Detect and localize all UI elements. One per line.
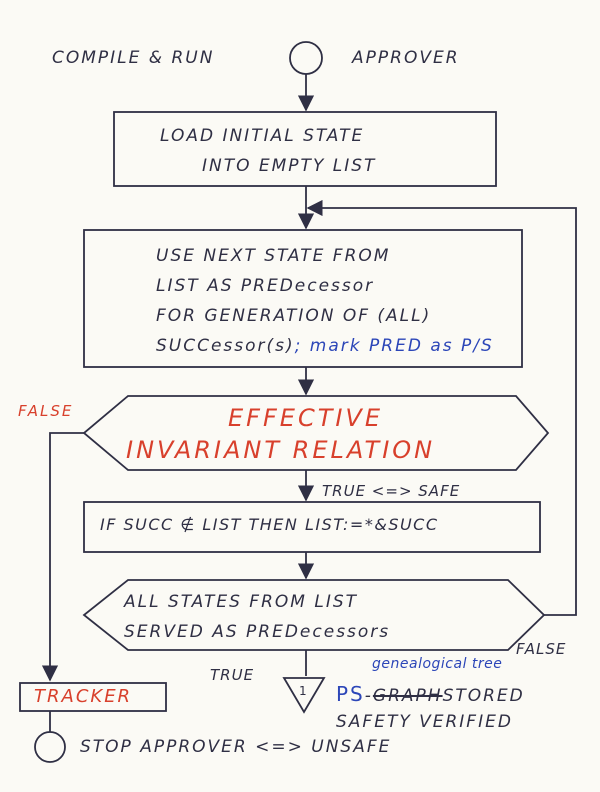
ps-dash: - [364,686,373,706]
ps-stored-line: PS-GRAPHSTORED [336,682,525,706]
stop-terminal [34,731,66,763]
next-state-line4: SUCCessor(s); mark PRED as P/S [156,336,494,356]
genealogical-tree-note: genealogical tree [372,656,503,672]
all-states-line1: ALL STATES FROM LIST [124,592,359,612]
invariant-line2: INVARIANT RELATION [126,436,436,464]
next-state-line2: LIST AS PREDecessor [156,276,375,296]
graph-struck: GRAPH [372,686,443,706]
mark-pred-note: ; mark PRED as P/S [294,336,494,356]
arrow-false-to-tracker [41,432,84,682]
load-box [113,111,497,187]
approver-label: APPROVER [352,48,460,68]
invariant-true-label: TRUE <=> SAFE [322,482,461,500]
all-states-true-label: TRUE [210,666,255,684]
stop-label: STOP APPROVER <=> UNSAFE [80,737,392,757]
successors-text: SUCCessor(s) [156,336,295,356]
next-state-box [83,229,523,368]
all-states-false-label: FALSE [516,640,567,658]
all-states-line2: SERVED AS PREDecessors [124,622,391,642]
start-terminal [289,41,323,75]
load-box-line2: INTO EMPTY LIST [202,156,377,176]
storage-triangle [282,677,326,714]
storage-number: 1 [299,684,307,698]
load-box-line1: LOAD INITIAL STATE [160,126,365,146]
safety-verified-label: SAFETY VERIFIED [336,712,513,732]
ps-label: PS [336,682,365,706]
invariant-false-label: FALSE [18,402,74,420]
arrow-loop-back [306,199,577,616]
tracker-label: TRACKER [34,686,133,707]
next-state-line3: FOR GENERATION OF (ALL) [156,306,432,326]
succ-box [83,501,541,553]
invariant-line1: EFFECTIVE [228,404,384,432]
compile-run-label: COMPILE & RUN [52,48,215,68]
succ-box-text: IF SUCC ∉ LIST THEN LIST:=*&SUCC [100,515,439,534]
all-states-decision [82,579,546,651]
next-state-line1: USE NEXT STATE FROM [156,246,391,266]
stored-label: STORED [442,686,525,706]
tracker-box [19,682,167,712]
